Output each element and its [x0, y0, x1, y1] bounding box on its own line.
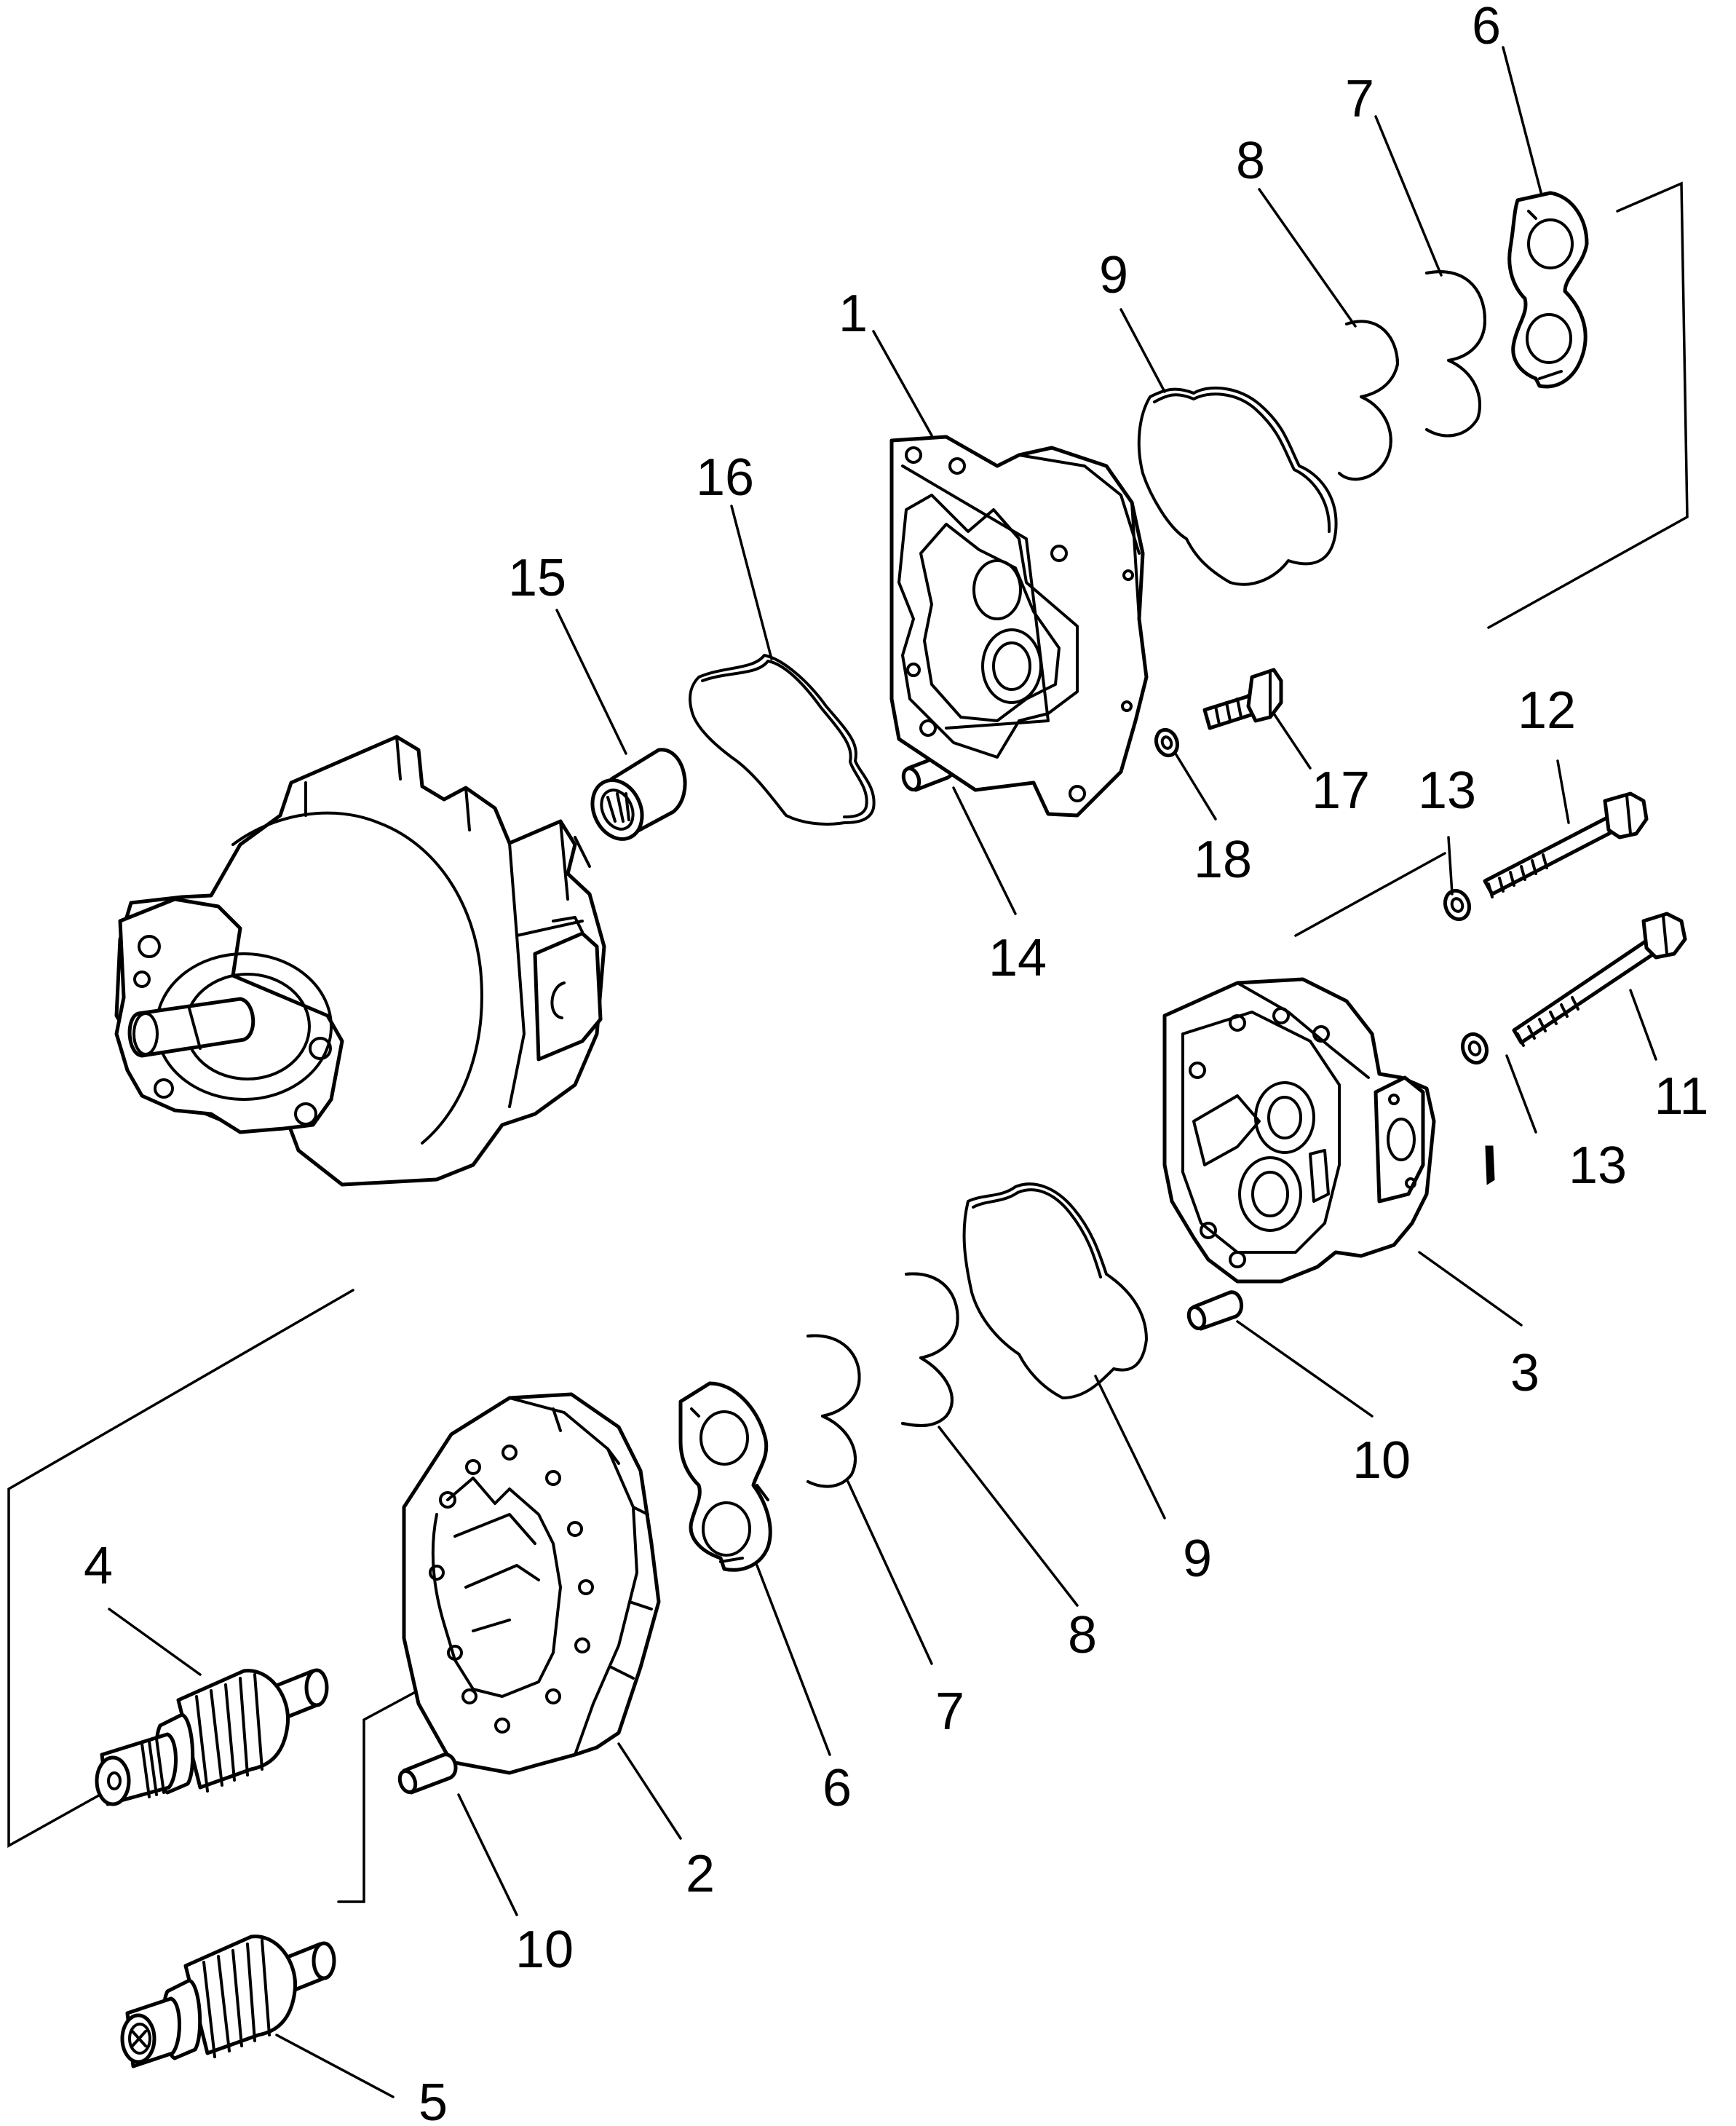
- part-9-gasket-top: [1137, 386, 1338, 586]
- assembly-guide-lines: [7, 181, 1689, 1903]
- part-10-dowel-pin-left: [397, 1752, 458, 1795]
- part-6-thrust-plate-lower: [678, 1381, 772, 1572]
- callout-18: 18: [1194, 831, 1252, 889]
- callout-6-lower: 6: [823, 1759, 852, 1817]
- callout-13-lower: 13: [1569, 1137, 1627, 1195]
- part-11-long-bolt: [1512, 912, 1687, 1047]
- part-6-thrust-plate-top: [1507, 191, 1589, 389]
- callout-2: 2: [686, 1845, 715, 1903]
- part-1-front-cover: [889, 435, 1149, 818]
- callout-10-left: 10: [515, 1921, 574, 1979]
- part-12-long-bolt: [1483, 791, 1649, 898]
- part-17-bolt: [1202, 668, 1283, 730]
- part-5-driven-gear-shaft: [120, 1935, 336, 2068]
- callout-3: 3: [1510, 1344, 1539, 1402]
- callout-16: 16: [696, 448, 754, 507]
- part-4-drive-gear-shaft: [95, 1668, 329, 1806]
- callout-5: 5: [419, 2074, 448, 2126]
- callout-15: 15: [508, 549, 566, 607]
- callout-14: 14: [988, 929, 1047, 987]
- callout-6-top: 6: [1472, 0, 1501, 55]
- callout-7-top: 7: [1345, 70, 1374, 128]
- part-18-washer: [1154, 727, 1180, 758]
- callout-17: 17: [1312, 762, 1370, 820]
- callout-9-lower: 9: [1183, 1530, 1212, 1588]
- part-7-snap-ring-top: [1425, 270, 1486, 438]
- callout-4: 4: [84, 1537, 113, 1595]
- part-9-gasket-lower: [962, 1182, 1148, 1399]
- callout-1: 1: [839, 285, 868, 343]
- callout-8-top: 8: [1236, 132, 1265, 190]
- pump-body-assembly: [114, 735, 606, 1187]
- part-3-rear-cover: [1162, 977, 1495, 1284]
- callout-11: 11: [1654, 1067, 1709, 1126]
- leader-lines: [108, 46, 1657, 2098]
- callout-8-lower: 8: [1068, 1606, 1097, 1664]
- callout-9-top: 9: [1099, 246, 1128, 304]
- callout-13-upper: 13: [1418, 762, 1476, 820]
- callout-labels: 1 16 15 9 8 7 6 14 18 17 12 13 11 13 3 1…: [84, 0, 1708, 2126]
- part-15-needle-bearing: [590, 748, 687, 841]
- part-13-washer-upper: [1443, 888, 1472, 922]
- part-16-gasket: [689, 654, 876, 826]
- callout-7-lower: 7: [935, 1683, 964, 1741]
- part-13-washer-lower: [1460, 1032, 1489, 1065]
- callout-12: 12: [1518, 681, 1576, 740]
- part-2-gear-case: [402, 1392, 661, 1775]
- part-8-snap-ring-top: [1338, 320, 1399, 481]
- callout-10-right: 10: [1352, 1431, 1411, 1490]
- part-8-snap-ring-lower: [901, 1272, 959, 1427]
- part-7-snap-ring-lower: [806, 1334, 861, 1488]
- part-10-dowel-pin-right: [1186, 1290, 1244, 1331]
